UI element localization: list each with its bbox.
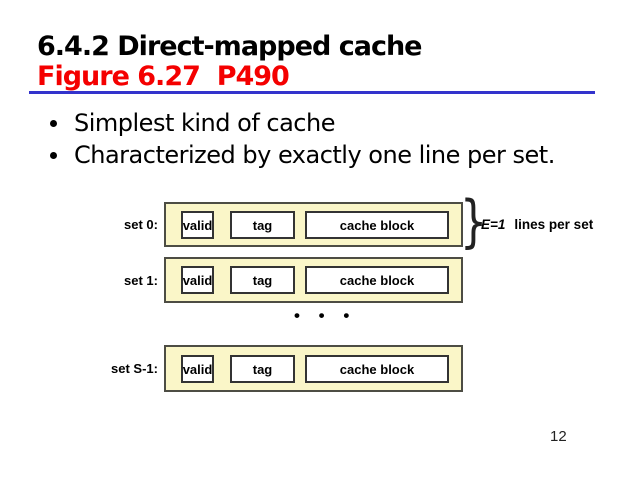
bullet-text: Characterized by exactly one line per se… (74, 141, 555, 169)
e-equals-1-label: E=1 (481, 217, 506, 232)
set-s-1-label: set S-1: (111, 361, 158, 376)
valid-cell: valid (181, 355, 214, 383)
lines-per-set-annotation: E=1 lines per set (481, 217, 593, 232)
valid-cell: valid (181, 266, 214, 294)
bullet-item: Characterized by exactly one line per se… (50, 141, 555, 170)
tag-cell: tag (230, 211, 295, 239)
figure-reference: Figure 6.27 P490 (37, 61, 290, 92)
page-title: 6.4.2 Direct-mapped cache (37, 31, 422, 62)
cache-set-1-box: valid tag cache block (164, 257, 463, 303)
lines-per-set-label: lines per set (514, 217, 594, 232)
vertical-ellipsis: • • • (294, 306, 357, 325)
right-brace-glyph: } (460, 189, 488, 255)
cache-set-s-1-box: valid tag cache block (164, 345, 463, 392)
title-underline-rule (29, 91, 595, 94)
cache-block-cell: cache block (305, 355, 449, 383)
set-1-label: set 1: (124, 272, 158, 288)
cache-block-cell: cache block (305, 211, 449, 239)
bullet-icon (50, 120, 57, 127)
cache-set-0-box: valid tag cache block (164, 202, 463, 247)
bullet-icon (50, 152, 57, 159)
bullet-text: Simplest kind of cache (74, 109, 335, 137)
bullet-item: Simplest kind of cache (50, 109, 335, 138)
set-0-label: set 0: (124, 217, 158, 232)
page-number: 12 (550, 428, 567, 445)
tag-cell: tag (230, 266, 295, 294)
cache-block-cell: cache block (305, 266, 449, 294)
valid-cell: valid (181, 211, 214, 239)
tag-cell: tag (230, 355, 295, 383)
